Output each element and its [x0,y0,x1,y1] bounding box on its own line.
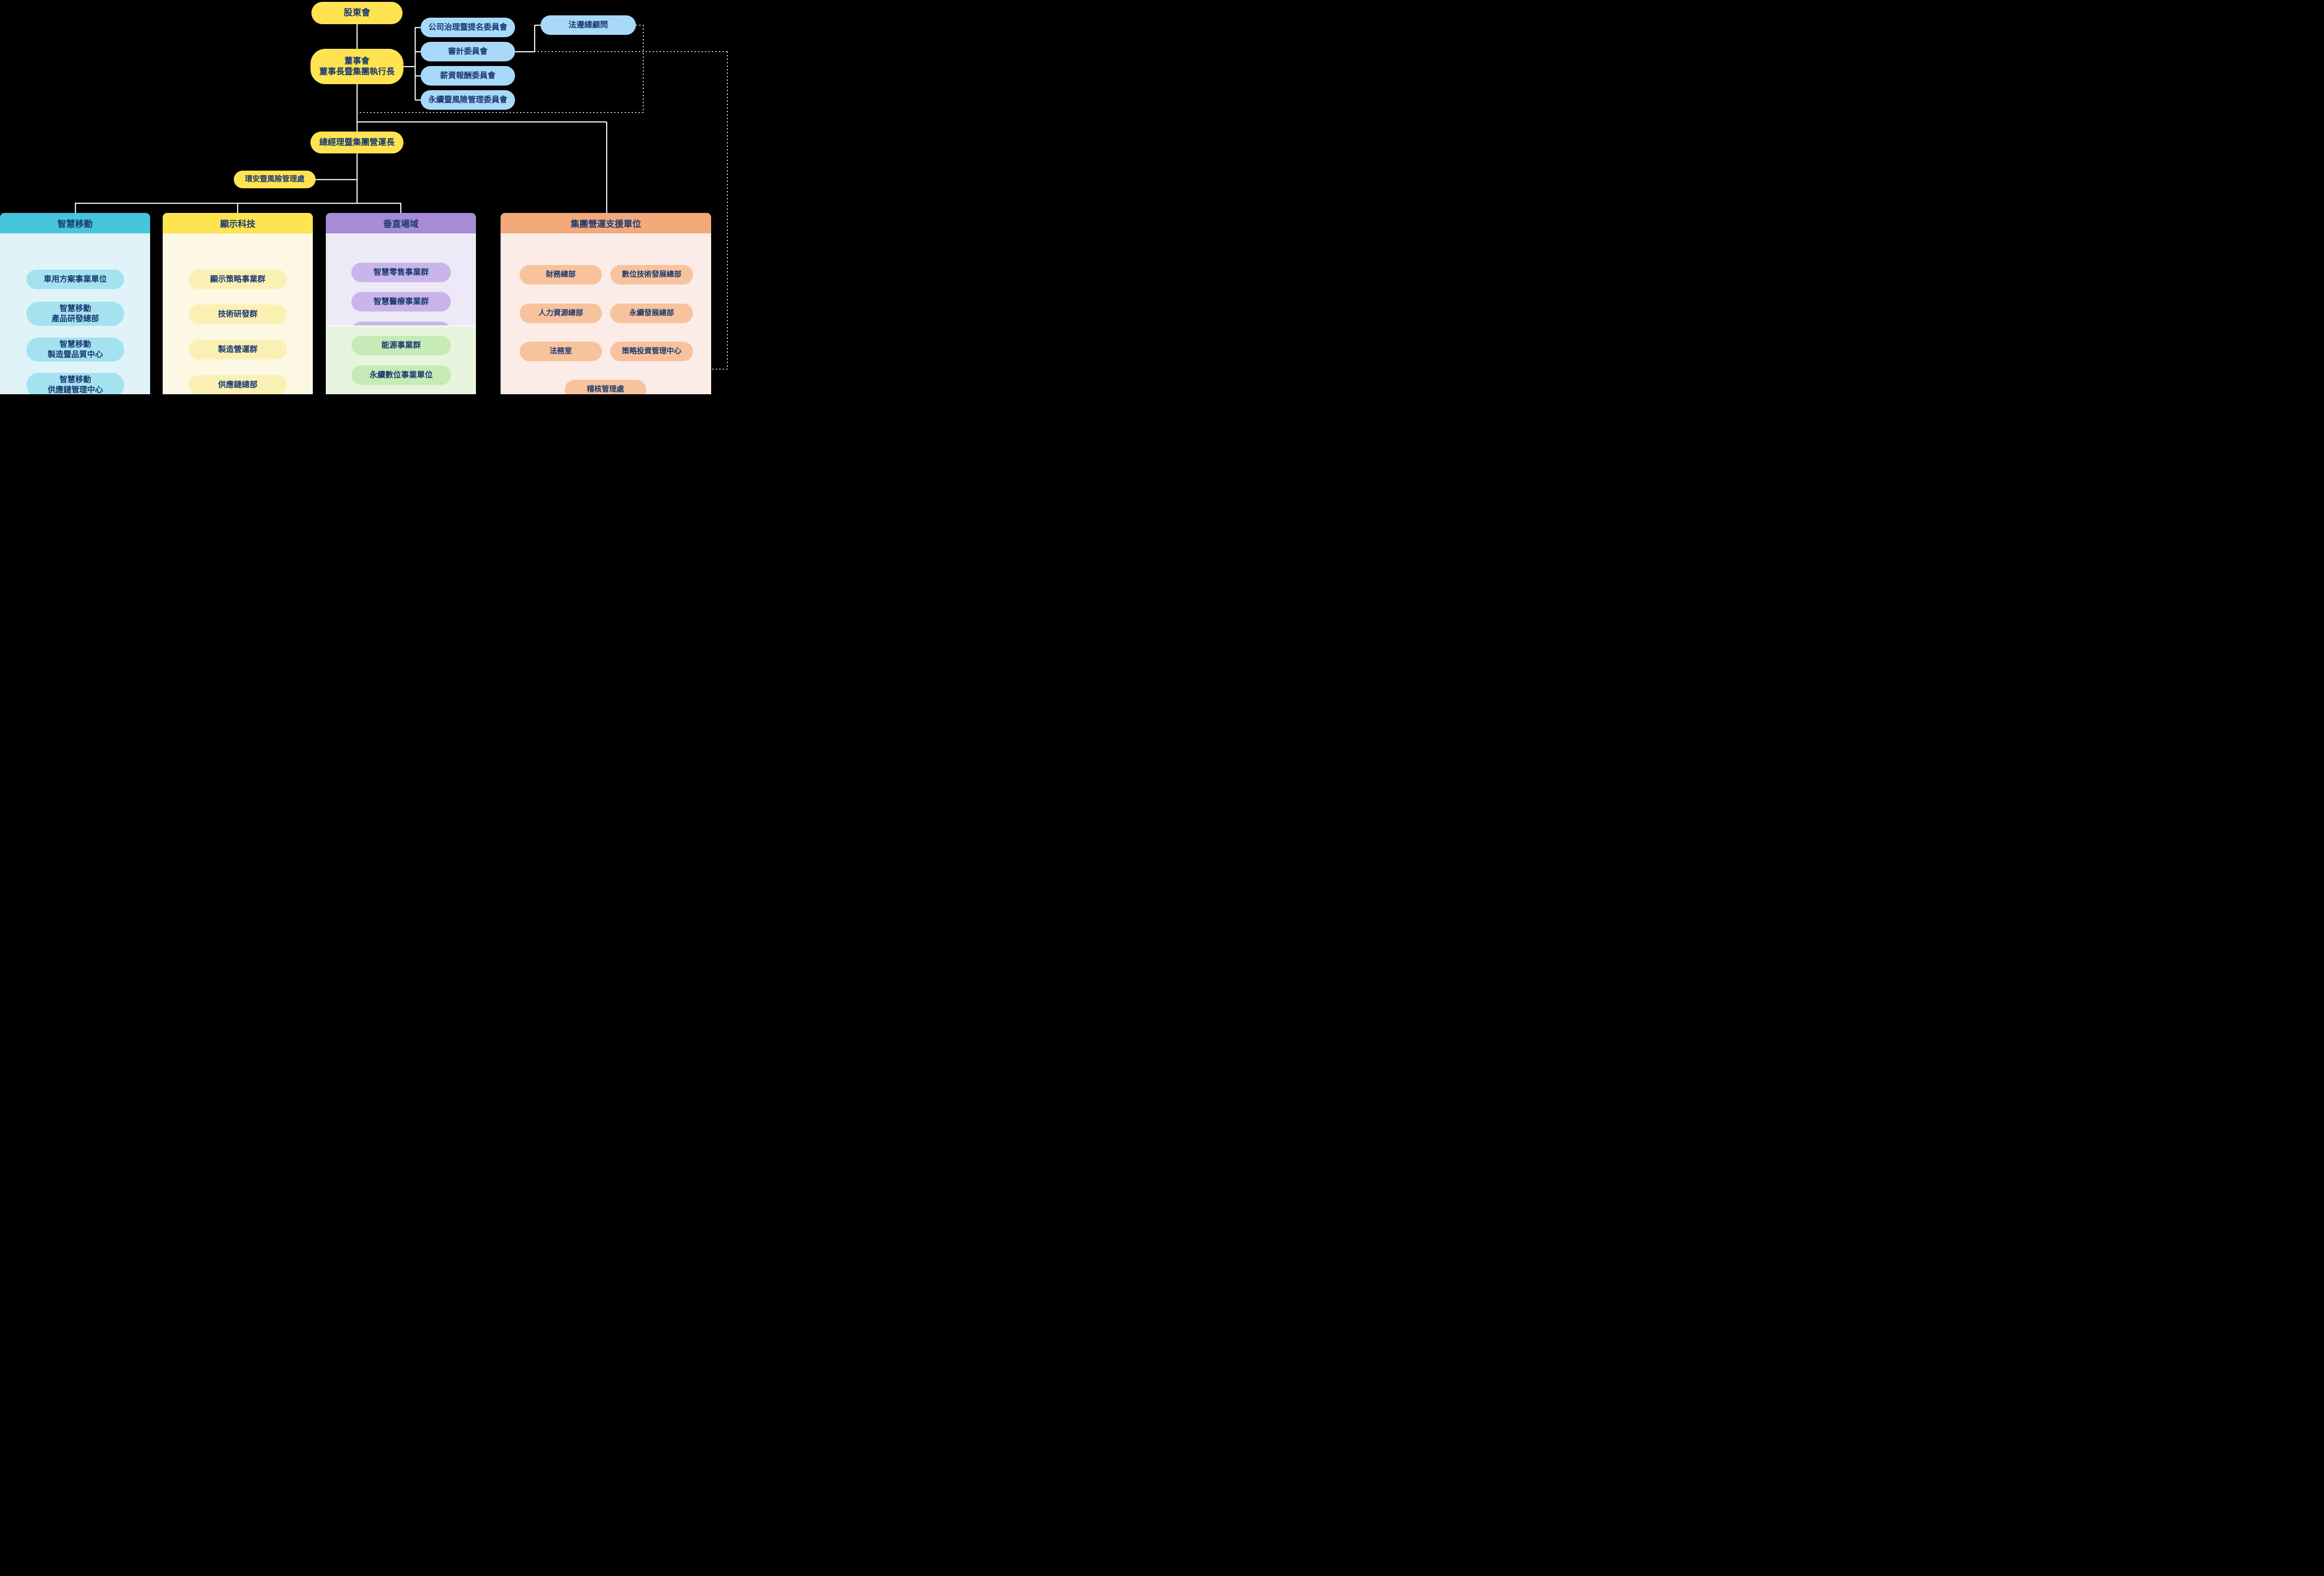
unit-label: 製造營運群 [218,345,257,354]
committee-audit: 審計委員會 [421,42,515,61]
committee-governance-nomination: 公司治理暨提名委員會 [421,18,515,37]
unit-pill: 智慧移動 產品研發總部 [26,302,124,326]
unit-label: 法務室 [549,347,572,355]
node-ehs-risk-office: 環安暨風險管理處 [234,171,316,188]
group-smart-mobility: 智慧移動 車用方案事業單位 智慧移動 產品研發總部 智慧移動 製造暨品質中心 智… [0,213,150,394]
unit-label: 稽核管理處 [587,385,624,393]
unit-label: 策略投資管理中心 [621,347,681,355]
org-chart-canvas: 股東會 董事會 董事長暨集團執行長 公司治理暨提名委員會 審計委員會 薪資報酬委… [0,0,732,394]
group-body: 財務總部 數位技術發展總部 人力資源總部 永續發展總部 法務室 策略投資管理中心… [501,233,711,394]
unit-pill: 財務總部 [520,265,602,285]
node-board-of-directors: 董事會 董事長暨集團執行長 [310,49,403,84]
unit-label: 車用方案事業單位 [44,275,107,284]
committee-label: 永續暨風險管理委員會 [428,95,508,105]
unit-pill: 智慧移動 供應鏈管理中心 [26,373,124,394]
unit-label: 財務總部 [546,270,576,278]
node-label: 股東會 [343,7,370,18]
group-energy-sustainability-section: 能源事業群 永續數位事業單位 [326,325,476,394]
unit-pill: 製造營運群 [189,340,287,359]
unit-pill: 數位技術發展總部 [610,265,693,285]
unit-pill: 智慧移動 製造暨品質中心 [26,338,124,362]
node-shareholders-meeting: 股東會 [311,2,403,24]
unit-label: 智慧移動 產品研發總部 [52,304,99,323]
committee-label: 審計委員會 [448,47,488,56]
unit-pill: 永續發展總部 [610,304,693,323]
unit-pill: 車用方案事業單位 [26,270,124,289]
unit-pill: 人力資源總部 [520,304,602,323]
group-header: 集團營運支援單位 [501,213,711,233]
unit-pill: 智慧零售事業群 [351,263,451,282]
unit-pill: 顯示策略事業群 [189,270,287,289]
unit-pill: 智慧醫療事業群 [351,292,451,311]
unit-label: 技術研發群 [218,310,257,319]
group-operation-support-units: 集團營運支援單位 財務總部 數位技術發展總部 人力資源總部 永續發展總部 法務室… [501,213,711,394]
node-label: 總經理暨集團營運長 [319,137,395,147]
unit-label: 永續數位事業單位 [370,371,433,380]
group-title: 垂直場域 [383,219,419,229]
committee-label: 公司治理暨提名委員會 [428,23,508,32]
unit-label: 永續發展總部 [629,309,674,317]
unit-pill: 供應鏈總部 [189,375,287,394]
unit-label: 能源事業群 [381,341,421,350]
unit-label: 智慧移動 供應鏈管理中心 [47,375,103,394]
node-label: 董事會 董事長暨集團執行長 [319,56,395,76]
unit-label: 智慧零售事業群 [373,268,429,277]
unit-pill: 能源事業群 [351,336,451,355]
unit-label: 智慧移動 製造暨品質中心 [47,340,103,359]
unit-pill: 技術研發群 [189,305,287,324]
group-vertical-domains: 垂直場域 智慧零售事業群 智慧醫療事業群 智慧教育暨企業事業群 能源事業群 永續… [326,213,476,394]
unit-label: 供應鏈總部 [218,380,257,390]
committee-compensation: 薪資報酬委員會 [421,66,515,86]
node-chief-compliance-advisor: 法遵總顧問 [541,15,636,35]
unit-label: 顯示策略事業群 [210,275,265,284]
node-label: 法遵總顧問 [568,20,608,30]
unit-label: 智慧醫療事業群 [373,297,429,306]
unit-pill: 法務室 [520,342,602,361]
committee-label: 薪資報酬委員會 [440,71,495,80]
group-header: 智慧移動 [0,213,150,233]
committee-sustainability-risk: 永續暨風險管理委員會 [421,90,515,110]
unit-label: 人力資源總部 [538,309,583,317]
group-title: 顯示科技 [220,219,256,229]
group-title: 集團營運支援單位 [570,219,641,229]
group-display-technology: 顯示科技 顯示策略事業群 技術研發群 製造營運群 供應鏈總部 [163,213,313,394]
node-president-coo: 總經理暨集團營運長 [310,132,403,153]
unit-pill: 永續數位事業單位 [351,365,451,385]
unit-pill: 策略投資管理中心 [610,342,693,361]
unit-pill-internal-audit: 稽核管理處 [565,380,646,394]
group-header: 顯示科技 [163,213,313,233]
group-body: 顯示策略事業群 技術研發群 製造營運群 供應鏈總部 [163,233,313,394]
unit-label: 數位技術發展總部 [621,270,681,278]
node-label: 環安暨風險管理處 [244,175,304,183]
group-header: 垂直場域 [326,213,476,233]
group-title: 智慧移動 [57,219,93,229]
group-body: 車用方案事業單位 智慧移動 產品研發總部 智慧移動 製造暨品質中心 智慧移動 供… [0,233,150,394]
